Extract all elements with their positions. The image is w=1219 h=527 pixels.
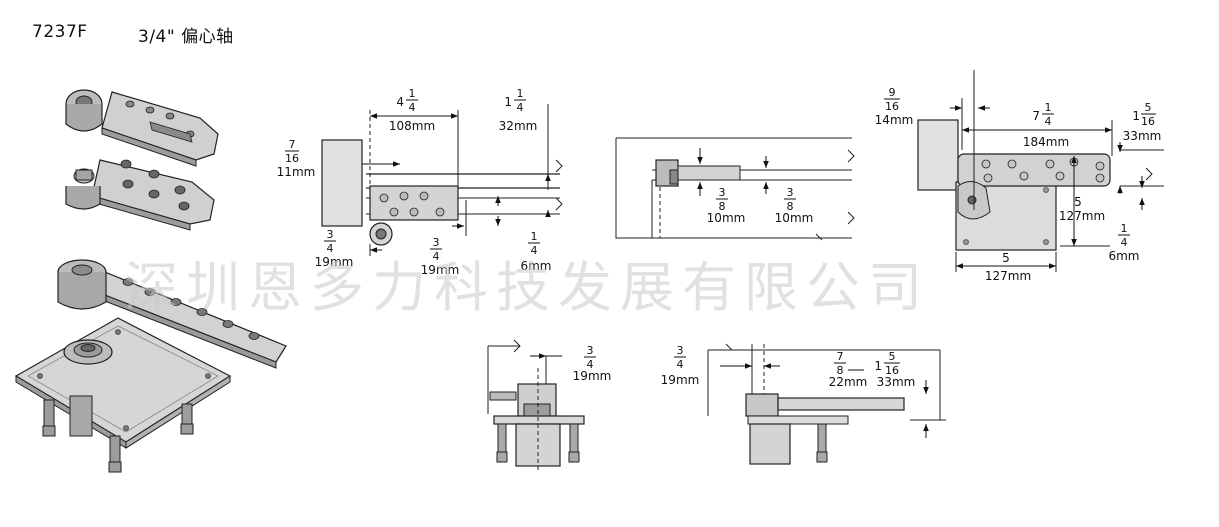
end-elevation-view: 3 4 19mm 7 8 22mm 1 5 16 33mm <box>661 343 946 465</box>
top-d2-num: 1 <box>1045 101 1052 114</box>
section-d1-mm: 10mm <box>707 211 746 225</box>
top-d3-den: 16 <box>1141 115 1155 128</box>
section-d1-den: 8 <box>719 200 726 213</box>
section-d1-num: 3 <box>719 186 726 199</box>
iso-bottom-pivot-illustration <box>65 159 215 231</box>
top-plan-view: 9 16 14mm 7 1 4 184mm 1 5 16 33mm 5 <box>875 70 1164 283</box>
top-d5-mm: 6mm <box>1108 249 1139 263</box>
end-d1-mm: 19mm <box>661 373 700 387</box>
side-d1-num: 7 <box>289 138 296 151</box>
top-d1-mm: 14mm <box>875 113 914 127</box>
side-d3-mm: 32mm <box>499 119 538 133</box>
end-d2-num: 7 <box>837 350 844 363</box>
top-d6-mm: 127mm <box>985 269 1031 283</box>
top-d3-num: 5 <box>1145 101 1152 114</box>
side-d2-num: 1 <box>409 87 416 100</box>
side-d1-den: 16 <box>285 152 299 165</box>
front-d1-den: 4 <box>587 358 594 371</box>
end-d1-num: 3 <box>677 344 684 357</box>
top-d5-den: 4 <box>1121 236 1128 249</box>
side-d3-whole: 1 <box>504 95 512 109</box>
side-d3-den: 4 <box>517 101 524 114</box>
side-d1-mm: 11mm <box>277 165 316 179</box>
iso-floor-plate-illustration <box>14 259 287 473</box>
side-d2-den: 4 <box>409 101 416 114</box>
side-d3-num: 1 <box>517 87 524 100</box>
top-d2-mm: 184mm <box>1023 135 1069 149</box>
end-d1-den: 4 <box>677 358 684 371</box>
top-d2-den: 4 <box>1045 115 1052 128</box>
side-d4-den: 4 <box>327 242 334 255</box>
side-d5-num: 3 <box>433 236 440 249</box>
end-d3-den: 16 <box>885 364 899 377</box>
side-d4-mm: 19mm <box>315 255 354 269</box>
side-d6-den: 4 <box>531 244 538 257</box>
end-d2-mm: 22mm <box>829 375 868 389</box>
side-d2-mm: 108mm <box>389 119 435 133</box>
model-number: 7237F <box>32 22 88 42</box>
top-d4-mm: 127mm <box>1059 209 1105 223</box>
end-d3-whole: 1 <box>874 359 882 373</box>
end-d3-mm: 33mm <box>877 375 916 389</box>
top-d3-mm: 33mm <box>1123 129 1162 143</box>
side-d2-whole: 4 <box>396 95 404 109</box>
top-d4-whole: 5 <box>1074 195 1082 209</box>
top-d6-whole: 5 <box>1002 251 1010 265</box>
front-d1-mm: 19mm <box>573 369 612 383</box>
section-d2-den: 8 <box>787 200 794 213</box>
side-d5-den: 4 <box>433 250 440 263</box>
side-d4-num: 3 <box>327 228 334 241</box>
side-d6-mm: 6mm <box>520 259 551 273</box>
side-d5-mm: 19mm <box>421 263 460 277</box>
iso-top-pivot-illustration <box>65 89 219 167</box>
top-d1-num: 9 <box>889 86 896 99</box>
end-d3-num: 5 <box>889 350 896 363</box>
front-d1-num: 3 <box>587 344 594 357</box>
top-d2-whole: 7 <box>1032 109 1040 123</box>
top-d1-den: 16 <box>885 100 899 113</box>
section-d2-mm: 10mm <box>775 211 814 225</box>
side-d6-num: 1 <box>531 230 538 243</box>
top-d5-num: 1 <box>1121 222 1128 235</box>
section-view: 3 8 10mm 3 8 10mm <box>615 137 855 241</box>
drawing-title: 3/4" 偏心轴 <box>138 27 234 47</box>
top-d3-whole: 1 <box>1132 109 1140 123</box>
side-elevation-view: 7 16 11mm 4 1 4 108mm 1 1 4 32mm 3 <box>277 87 563 277</box>
section-d2-num: 3 <box>787 186 794 199</box>
end-d2-den: 8 <box>837 364 844 377</box>
front-elevation-view: 3 4 19mm <box>487 339 612 470</box>
company-watermark: 深圳恩多力科技发展有限公司 <box>124 256 930 319</box>
